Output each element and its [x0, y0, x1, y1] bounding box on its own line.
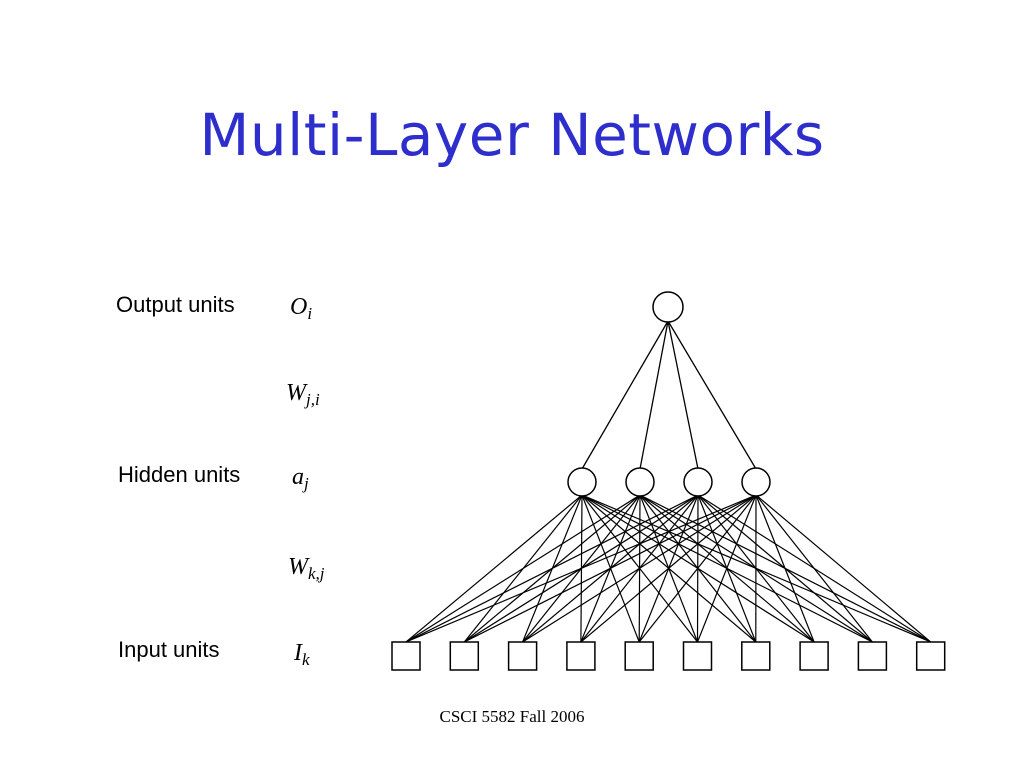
input-node	[624, 641, 654, 671]
edge-input-1-hidden-4	[405, 494, 757, 643]
edge-input-9-hidden-4	[755, 494, 873, 643]
edge-input-3-hidden-4	[522, 494, 757, 643]
input-node	[915, 641, 946, 671]
output-units-label: Output units	[116, 292, 235, 317]
edge-input-8-hidden-4	[755, 494, 815, 643]
edge-input-6-hidden-4	[696, 494, 757, 643]
hidden-units-label: Hidden units	[118, 462, 241, 487]
hidden-node	[625, 467, 655, 497]
edge-hidden-2-output-1	[639, 320, 669, 470]
footer-text: CSCI 5582 Fall 2006	[439, 707, 585, 726]
hidden-symbol-sub: j	[304, 474, 309, 493]
hidden-node	[683, 467, 713, 497]
edge-input-1-hidden-2	[405, 494, 641, 643]
output-symbol-sub: i	[307, 304, 313, 323]
input-node	[507, 641, 538, 671]
input-symbol: Ik	[294, 640, 310, 670]
input-hidden-weight-symbol: Wk,j	[288, 554, 325, 584]
input-node	[857, 641, 888, 671]
output-node	[652, 291, 684, 323]
input-hidden-weight-sub: k,j	[308, 564, 325, 583]
edge-input-1-hidden-3	[405, 494, 699, 643]
edge-input-4-hidden-4	[580, 494, 757, 643]
edge-input-10-hidden-4	[755, 494, 932, 643]
page-title: Multi-Layer Networks	[199, 101, 825, 169]
hidden-output-weight-sub: j,i	[306, 390, 320, 409]
edge-input-2-hidden-4	[464, 494, 757, 643]
hidden-node	[741, 467, 771, 497]
edge-input-5-hidden-4	[638, 494, 757, 643]
edge-hidden-4-output-1	[667, 320, 757, 470]
hidden-output-weight-base: W	[286, 380, 306, 406]
input-node	[741, 641, 771, 671]
edge-hidden-3-output-1	[667, 320, 699, 470]
output-symbol: Oi	[290, 294, 312, 324]
input-symbol-base: I	[294, 640, 302, 666]
input-units-label: Input units	[118, 637, 220, 662]
input-node	[449, 641, 480, 671]
hidden-node	[567, 467, 597, 497]
hidden-output-weight-symbol: Wj,i	[286, 380, 320, 410]
input-node	[799, 641, 829, 671]
edge-input-1-hidden-1	[405, 494, 583, 643]
input-node	[391, 641, 421, 671]
output-symbol-base: O	[290, 294, 308, 320]
input-node	[682, 641, 713, 671]
edge-hidden-1-output-1	[581, 320, 669, 470]
input-hidden-weight-base: W	[288, 554, 308, 580]
connections	[405, 320, 932, 643]
input-node	[566, 641, 596, 671]
hidden-symbol-base: a	[292, 464, 304, 490]
hidden-symbol: aj	[292, 464, 309, 494]
input-symbol-sub: k	[302, 650, 310, 669]
